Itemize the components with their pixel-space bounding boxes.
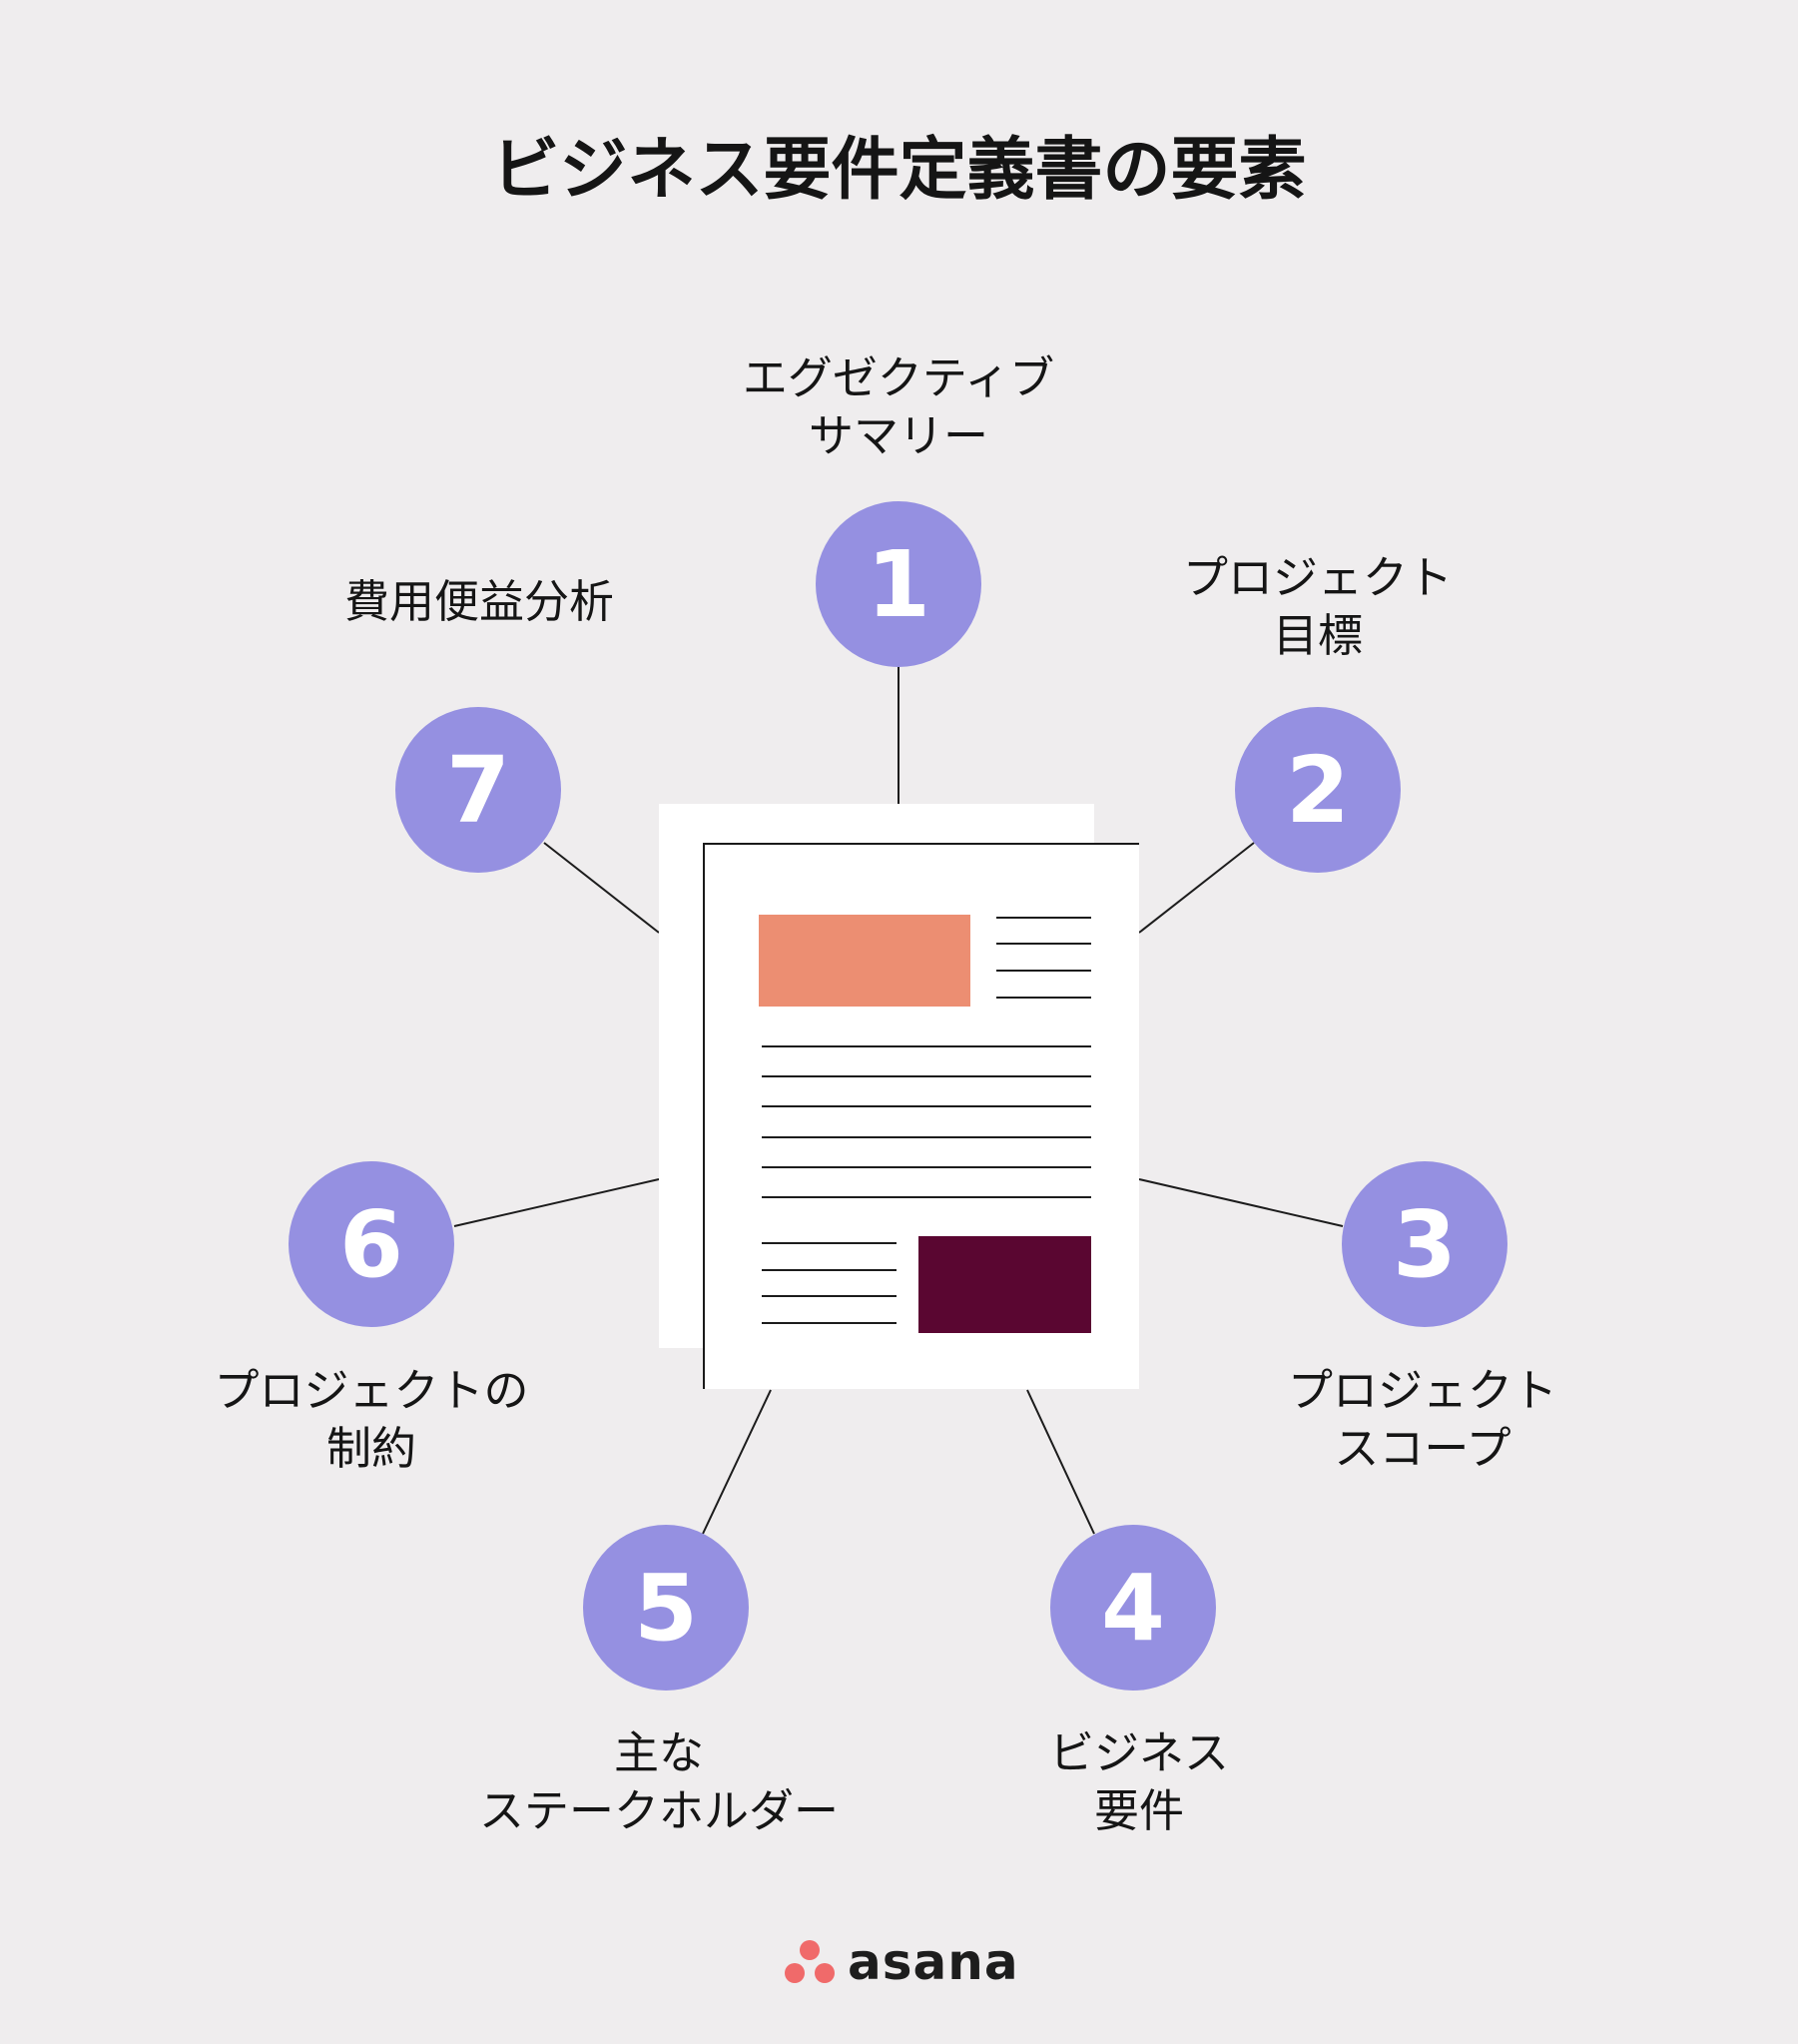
asana-dots-icon	[785, 1940, 835, 1983]
label-4-line-1: ビジネス	[1048, 1726, 1229, 1779]
label-5: 主な ステークホルダー	[409, 1724, 908, 1840]
node-6: 6	[289, 1161, 454, 1327]
body-line	[762, 1045, 1091, 1047]
footer-line	[762, 1295, 897, 1297]
connector-5	[702, 1389, 772, 1535]
label-2: プロジェクト 目標	[1118, 549, 1517, 665]
label-5-line-2: ステークホルダー	[478, 1784, 839, 1837]
page-title: ビジネス要件定義書の要素	[491, 131, 1307, 210]
footer-line	[762, 1242, 897, 1244]
label-6-line-1: プロジェクトの	[214, 1364, 529, 1417]
label-5-line-1: 主な	[613, 1726, 704, 1779]
node-5: 5	[583, 1525, 749, 1691]
node-1: 1	[816, 501, 981, 667]
body-line	[762, 1075, 1091, 1077]
body-line	[762, 1196, 1091, 1198]
label-4: ビジネス 要件	[939, 1724, 1339, 1840]
connector-4	[1026, 1389, 1095, 1535]
body-line	[762, 1105, 1091, 1107]
label-6: プロジェクトの 制約	[172, 1362, 571, 1478]
header-line	[996, 970, 1091, 972]
label-4-line-2: 要件	[1093, 1784, 1184, 1837]
body-line	[762, 1166, 1091, 1168]
connector-7	[543, 842, 660, 934]
label-7-line-1: 費用便益分析	[343, 575, 614, 628]
header-line	[996, 943, 1091, 945]
body-line	[762, 1136, 1091, 1138]
label-1-line-1: エグゼクティブ	[742, 351, 1055, 404]
label-2-line-2: 目標	[1272, 609, 1363, 662]
node-3: 3	[1342, 1161, 1507, 1327]
header-line	[996, 917, 1091, 919]
connector-2	[1138, 842, 1255, 934]
label-1: エグゼクティブ サマリー	[649, 349, 1148, 465]
label-3-line-2: スコープ	[1334, 1422, 1511, 1475]
label-3: プロジェクト スコープ	[1223, 1362, 1622, 1478]
logo-text: asana	[848, 1933, 1019, 1991]
footer-line	[762, 1269, 897, 1271]
label-7: 費用便益分析	[280, 573, 679, 631]
asana-logo: asana	[784, 1933, 1019, 1991]
label-3-line-1: プロジェクト	[1287, 1364, 1557, 1417]
plum-block	[918, 1236, 1091, 1333]
connector-3	[1138, 1178, 1344, 1227]
node-4: 4	[1050, 1525, 1216, 1691]
label-6-line-2: 制約	[325, 1422, 416, 1475]
label-2-line-1: プロジェクト	[1182, 551, 1453, 604]
header-line	[996, 997, 1091, 999]
salmon-block	[759, 915, 970, 1007]
footer-line	[762, 1322, 897, 1324]
document-front-sheet	[703, 843, 1139, 1389]
node-2: 2	[1235, 707, 1401, 873]
label-1-line-2: サマリー	[808, 409, 988, 462]
node-7: 7	[395, 707, 561, 873]
connector-6	[453, 1178, 660, 1227]
